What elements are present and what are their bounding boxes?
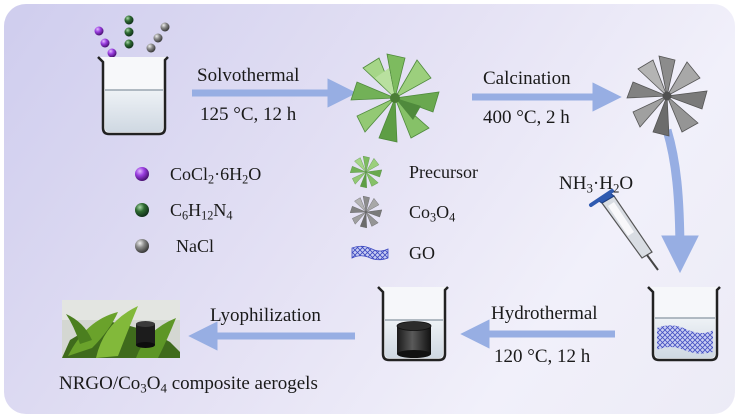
nacl-ball-icon <box>135 239 149 253</box>
solvothermal-condition: 125 °C, 12 h <box>200 104 297 125</box>
beaker-icon <box>97 56 169 136</box>
product-label: NRGO/Co3O4 composite aerogels <box>59 373 318 396</box>
legend-co3o4-label: Co3O4 <box>409 202 456 225</box>
flower-particle-icon <box>626 55 708 137</box>
cocl2-ball-icon <box>135 167 149 181</box>
solvothermal-label: Solvothermal <box>197 65 300 86</box>
flower-particle-icon <box>350 53 440 143</box>
calcination-condition: 400 °C, 2 h <box>483 107 570 128</box>
hydrothermal-condition: 120 °C, 12 h <box>494 346 591 367</box>
legend-cocl2-label: CoCl2·6H2O <box>170 164 262 187</box>
reagent-label: NH3·H2O <box>559 173 634 196</box>
legend-precursor-label: Precursor <box>409 162 478 182</box>
go-legend-icon <box>351 245 389 261</box>
co3o4-legend-icon <box>349 195 383 229</box>
lyophilization-label: Lyophilization <box>210 305 321 326</box>
legend-hmt-label: C6H12N4 <box>170 200 233 223</box>
plant-photo <box>62 300 180 358</box>
beaker-icon <box>647 286 721 362</box>
hmt-ball-icon <box>135 203 149 217</box>
precursor-balls <box>94 15 170 58</box>
legend-icons <box>135 155 389 261</box>
dropper-icon <box>589 189 659 271</box>
aerogel-cylinder-icon <box>396 321 432 358</box>
hydrothermal-label: Hydrothermal <box>491 303 598 324</box>
precursor-legend-icon <box>349 155 383 189</box>
calcination-label: Calcination <box>483 68 571 89</box>
legend-nacl-label: NaCl <box>176 236 214 256</box>
beaker-icon <box>377 286 449 362</box>
legend-go-label: GO <box>409 243 435 263</box>
arrow-down <box>661 128 699 274</box>
